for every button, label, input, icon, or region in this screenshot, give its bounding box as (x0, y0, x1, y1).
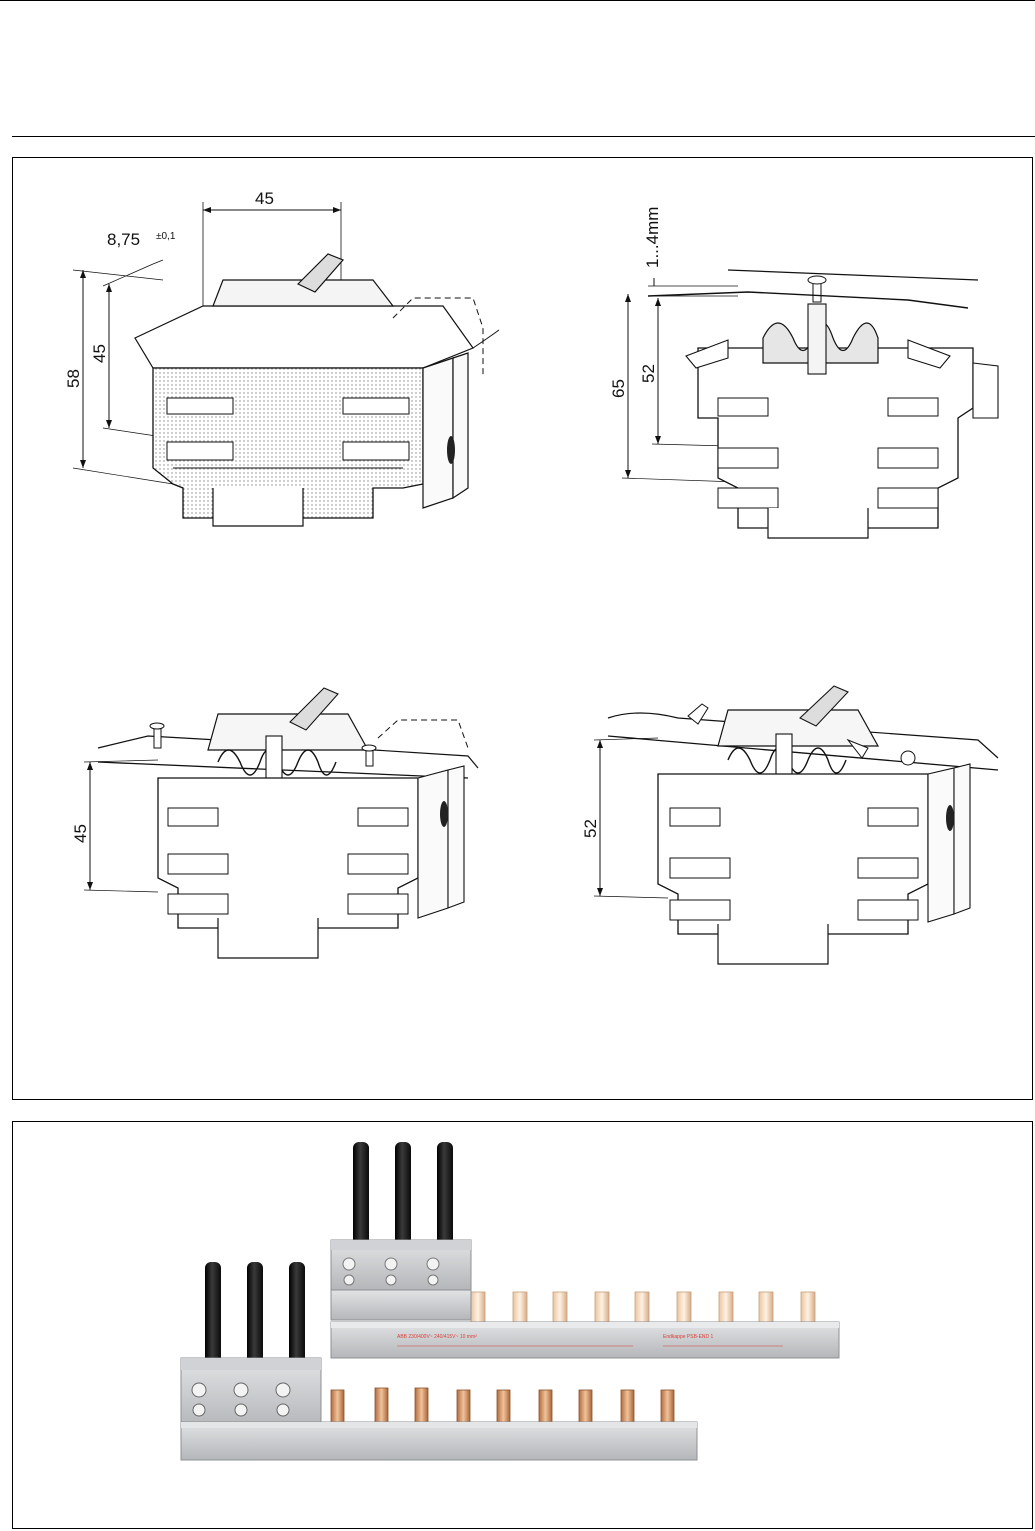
rear-busbar-label-2: Endkappe PSB-END 1 (663, 1334, 714, 1340)
drawing-top-right: 1...4mm 65 52 (578, 188, 1018, 548)
front-busbar (180, 1262, 698, 1461)
dim-height-label-4: 52 (581, 819, 600, 838)
top-rule (0, 0, 1035, 1)
dim-height-inner-label: 45 (90, 344, 109, 363)
header-rule (12, 136, 1035, 137)
dim-height-inner-label-2: 52 (639, 364, 658, 383)
photo-panel: ABB 230/400V~ 240/415V~ 10 mm² Endkappe … (12, 1121, 1033, 1529)
dim-height-label-3: 45 (71, 824, 90, 843)
drawing-top-left-svg: 45 8,75 ±0,1 58 45 (64, 189, 500, 527)
dim-offset-tolerance: ±0,1 (156, 231, 176, 242)
drawings-panel: 45 8,75 ±0,1 58 45 (12, 157, 1033, 1100)
dim-offset-label: 8,75 (107, 230, 140, 249)
dim-height-outer-label-2: 65 (609, 379, 628, 398)
drawing-top-left: 45 8,75 ±0,1 58 45 (43, 188, 513, 548)
drawing-bottom-left: 45 (68, 678, 538, 998)
dim-height-outer-label: 58 (64, 369, 83, 388)
rear-busbar-label-1: ABB 230/400V~ 240/415V~ 10 mm² (397, 1334, 477, 1340)
drawing-bottom-left-svg: 45 (71, 687, 479, 959)
dim-thickness-label: 1...4mm (643, 207, 662, 268)
dim-width-label: 45 (255, 189, 274, 208)
drawing-bottom-right: 52 (578, 678, 1018, 998)
drawing-top-right-svg: 1...4mm 65 52 (609, 207, 999, 539)
rear-busbar: ABB 230/400V~ 240/415V~ 10 mm² Endkappe … (330, 1142, 840, 1359)
busbar-photo: ABB 230/400V~ 240/415V~ 10 mm² Endkappe … (180, 1142, 840, 1461)
drawing-bottom-right-svg: 52 (581, 685, 999, 965)
